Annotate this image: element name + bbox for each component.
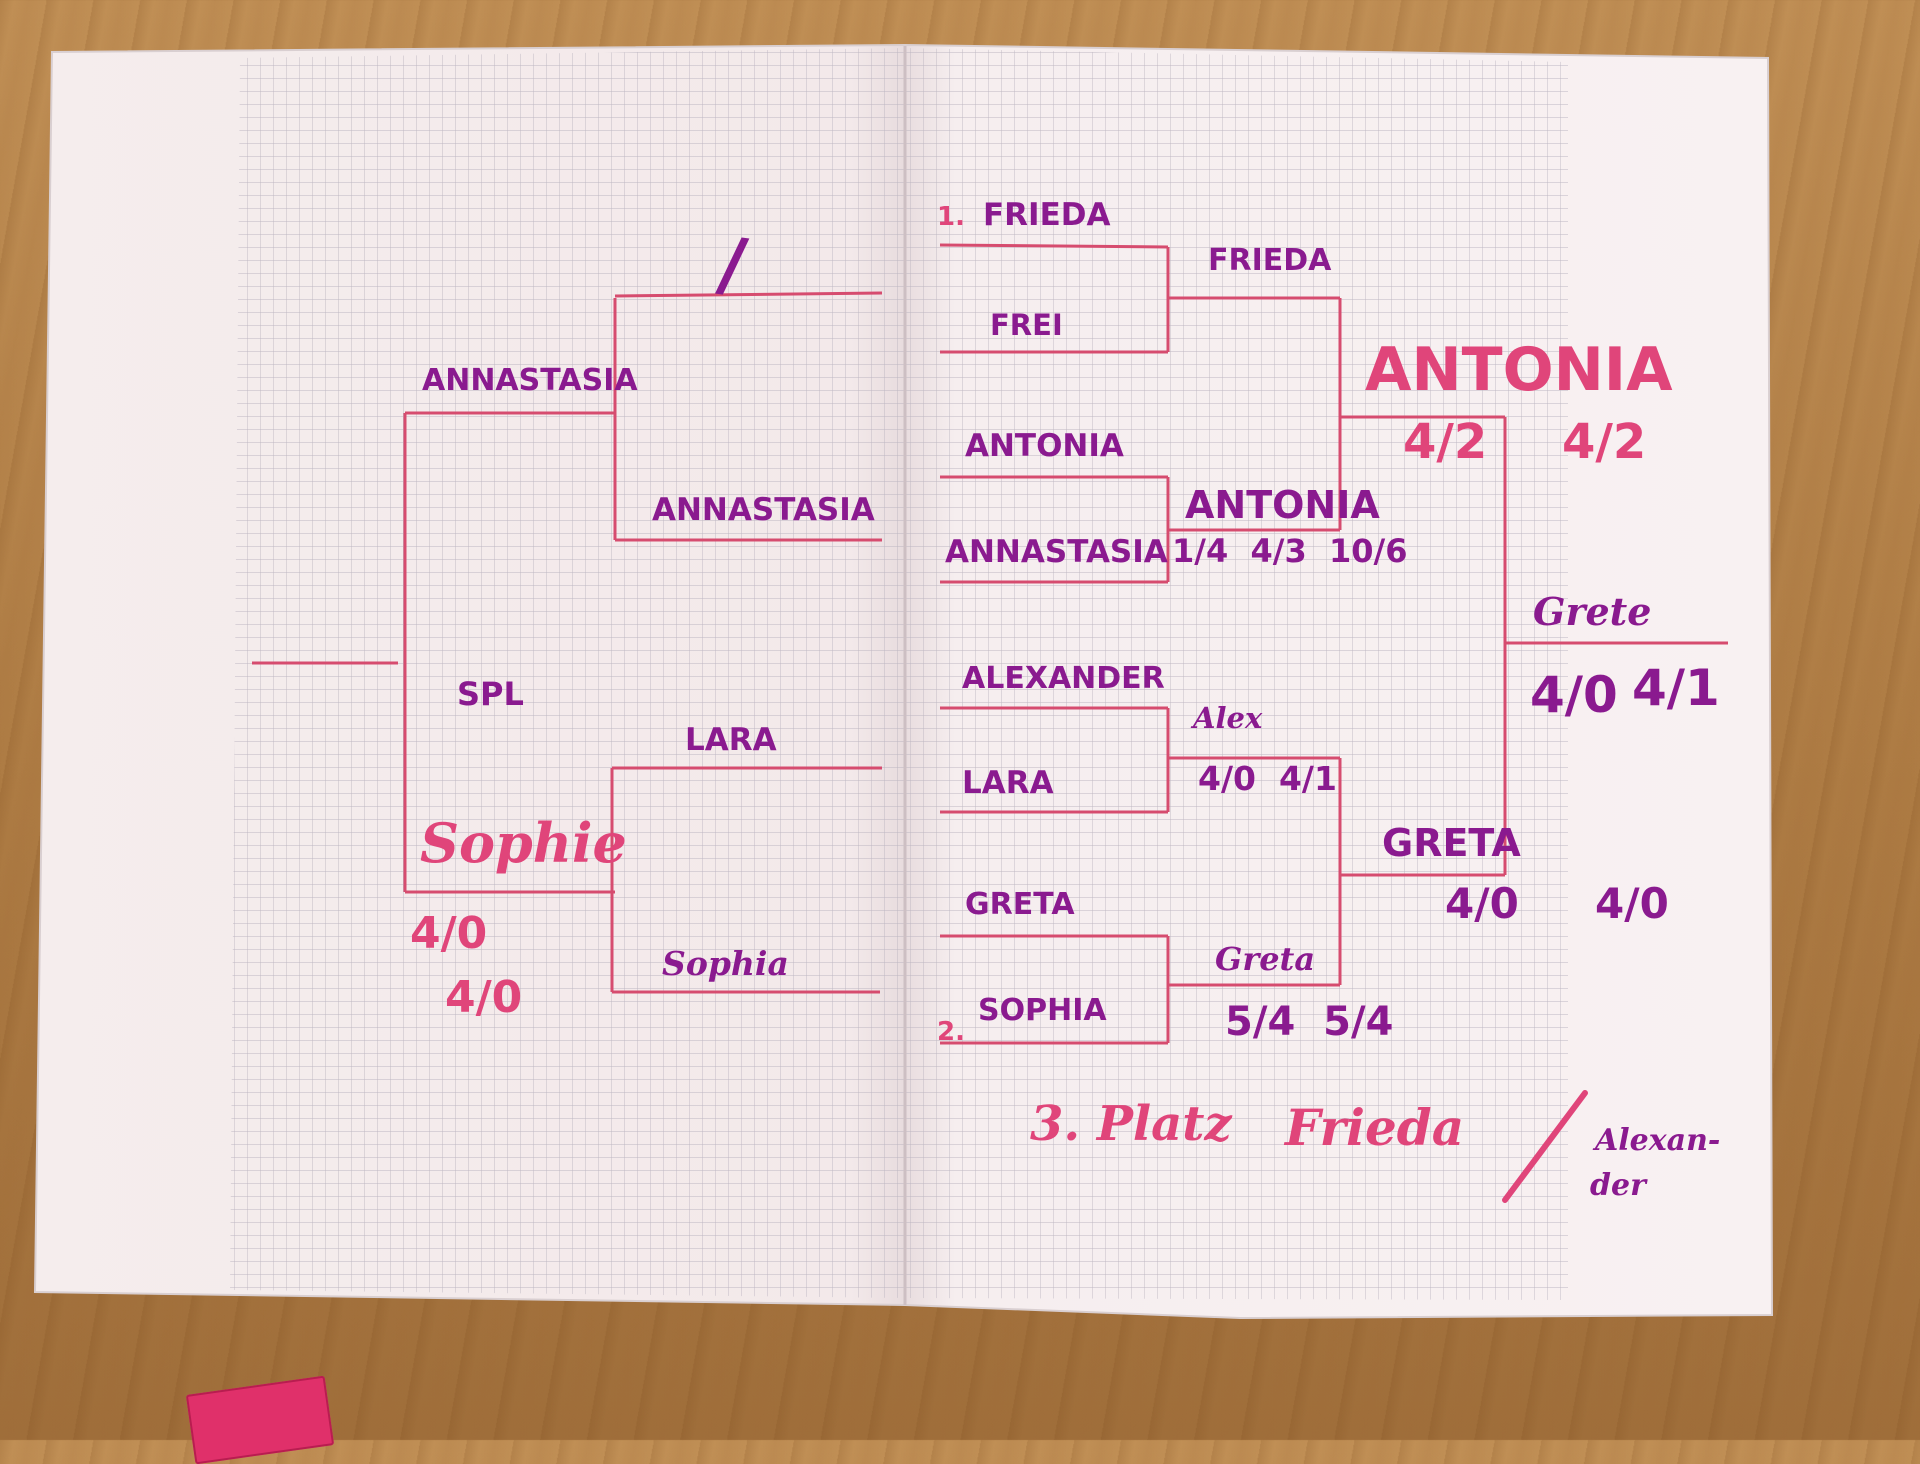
final-score-a: 4/0 [1530, 666, 1618, 724]
left-bracket-lines [252, 291, 883, 994]
match2-top: ANTONIA [965, 428, 1124, 464]
match2-bottom: ANNASTASIA [945, 534, 1168, 570]
final-winner: Grete [1533, 589, 1651, 634]
semi-bottom-score-b: 4/0 [1595, 879, 1669, 928]
match4-top: GRETA [965, 887, 1075, 922]
grid-paper-sheet [33, 43, 1774, 1320]
third-place-name-b-line1: Alexan- [1592, 1123, 1720, 1158]
match1-prefix: 1. [937, 202, 965, 232]
match1-bottom: FREI [990, 308, 1063, 342]
match4-score: 5/4 5/4 [1225, 999, 1393, 1045]
third-place-name-a: Frieda [1283, 1098, 1464, 1157]
match3-score: 4/0 4/1 [1198, 759, 1337, 798]
left-score-line-2: 4/0 [445, 972, 522, 1023]
match4-winner: Greta [1215, 940, 1315, 978]
semi-bottom-score-a: 4/0 [1445, 879, 1519, 928]
match1-top: FRIEDA [983, 197, 1110, 233]
match4-bottom: SOPHIA [978, 993, 1107, 1028]
third-place: 3. Platz Frieda Alexan- der [1030, 1090, 1720, 1203]
semi-top-winner: ANTONIA [1365, 335, 1673, 405]
semi-bottom-winner: GRETA [1382, 821, 1521, 865]
match3-bottom: LARA [962, 765, 1054, 801]
match4-prefix: 2. [937, 1017, 965, 1047]
final-score-b: 4/1 [1632, 659, 1720, 717]
third-place-slash [1502, 1090, 1588, 1203]
third-place-label: 3. Platz [1030, 1096, 1233, 1152]
left-match-label: SPL [457, 675, 524, 713]
left-score-line-1: 4/0 [410, 908, 487, 959]
left-bracket-text: / ANNASTASIA ANNASTASIA SPL LARA Sophie … [410, 221, 875, 1023]
match3-top: ALEXANDER [962, 661, 1165, 696]
match2-winner: ANTONIA [1185, 483, 1380, 527]
right-bracket-lines [939, 243, 1728, 1045]
right-finals-text: ANTONIA 4/2 4/2 Grete 4/0 4/1 GRETA 4/0 … [1365, 335, 1720, 928]
match1-winner: FRIEDA [1208, 243, 1332, 278]
match3-winner: Alex [1190, 701, 1263, 735]
left-qf-top-winner: ANNASTASIA [422, 363, 638, 398]
left-qf-bottom-top-entrant: LARA [685, 722, 777, 758]
semi-top-score-a: 4/2 [1403, 414, 1487, 470]
left-qf-bottom-entrant: Sophia [662, 944, 789, 983]
semi-top-score-b: 4/2 [1562, 414, 1646, 470]
third-place-name-b-line2: der [1590, 1168, 1648, 1203]
match2-score: 1/4 4/3 10/6 [1172, 532, 1407, 570]
left-qf-bottom-winner: Sophie [420, 811, 627, 875]
left-qf-top-entrant: ANNASTASIA [652, 492, 875, 528]
right-round1-text: 1. FRIEDA FREI FRIEDA ANTONIA ANNASTASIA… [937, 197, 1407, 1047]
